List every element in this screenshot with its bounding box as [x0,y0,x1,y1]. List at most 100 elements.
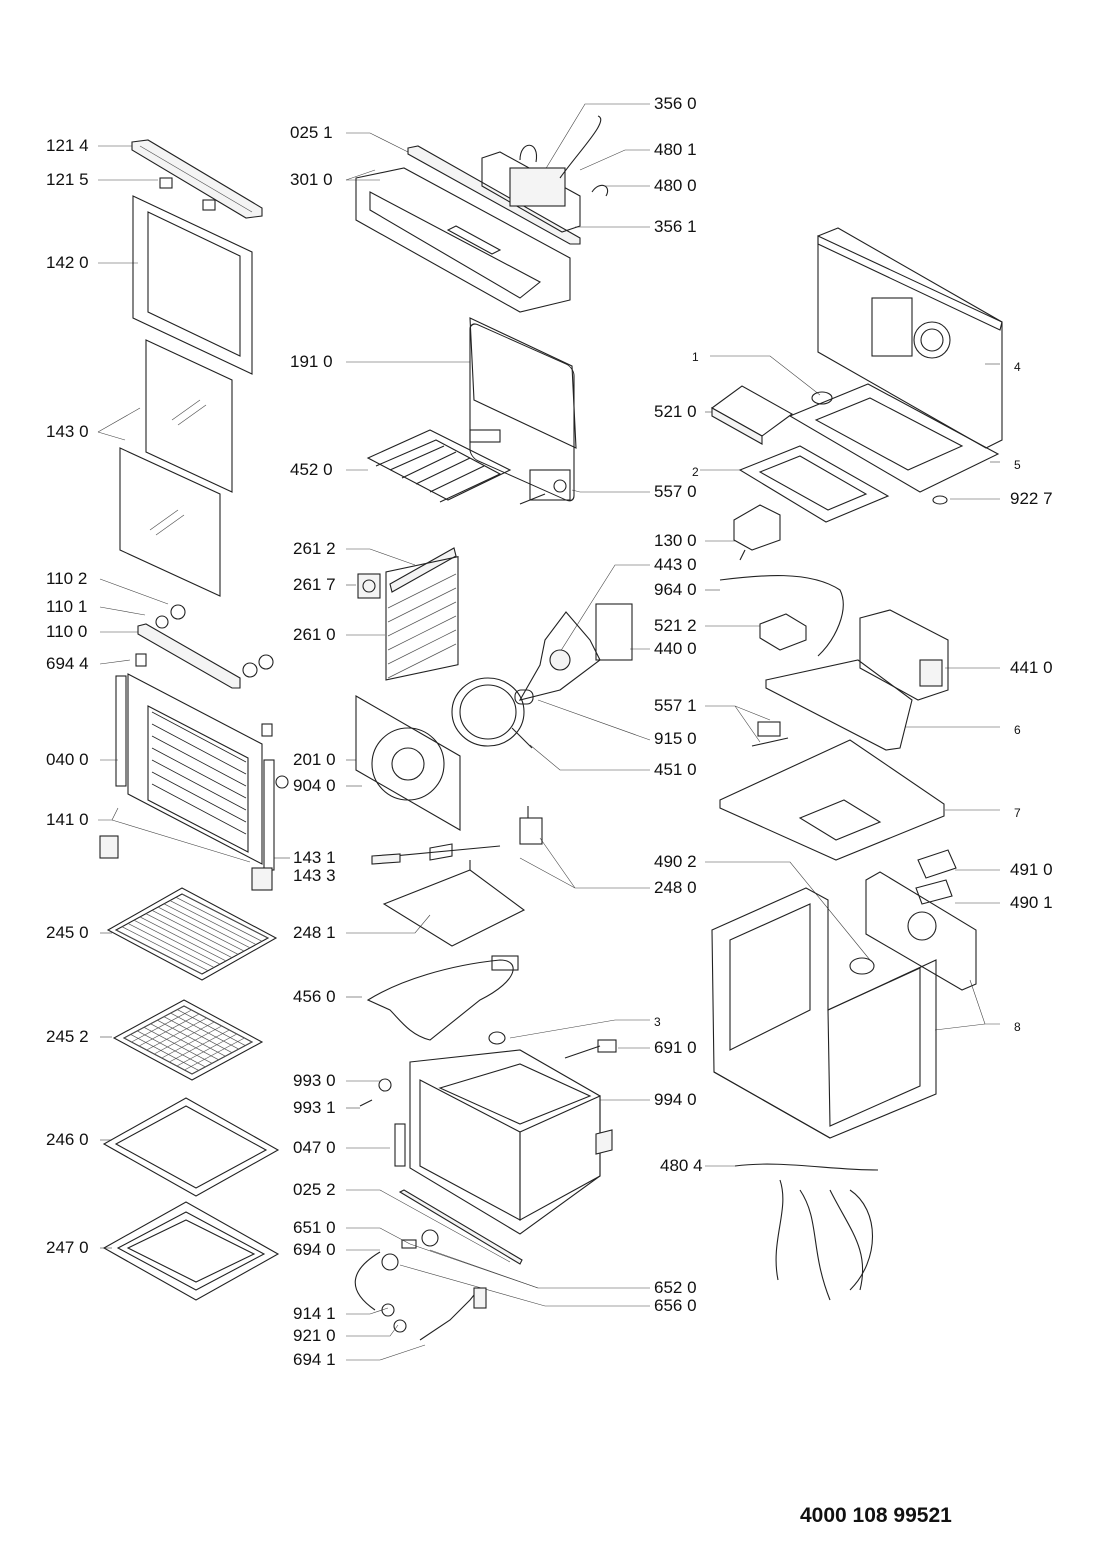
grid-bar [130,1034,199,1071]
callout-451-0: 451 0 [654,760,697,779]
callout-142-0: 142 0 [46,253,89,272]
runner-rail [387,601,457,637]
grid-bar [154,1021,215,1055]
callout-110-1: 110 1 [46,597,88,616]
bottom-cover-panel [719,739,945,861]
grid-bar [176,1033,238,1067]
back-panel [355,695,461,831]
callout-1: 1 [692,350,699,364]
lower-element [366,955,519,1041]
callout-6: 6 [1014,723,1021,737]
cable-gland [849,957,875,975]
lamp-cover [488,1031,506,1045]
rotisserie-spit [371,843,501,865]
callout-904-0: 904 0 [293,776,336,795]
callout-490-1: 490 1 [1010,893,1053,912]
callout-480-0: 480 0 [654,176,697,195]
door-handle-bar [137,623,241,689]
callout-040-0: 040 0 [46,750,89,769]
shelf-bar [133,919,221,965]
circular-element [451,677,533,749]
callout-2: 2 [692,465,699,479]
grid-bar [169,1029,230,1063]
grid-bar [150,1023,219,1061]
callout-8: 8 [1014,1020,1021,1034]
callout-4: 4 [1014,360,1021,374]
callout-047-0: 047 0 [293,1138,336,1157]
drip-tray [102,1097,280,1197]
callout-121-4: 121 4 [46,136,89,155]
callout-110-0: 110 0 [46,622,88,641]
cavity-screw-foot [359,1078,392,1107]
shelf-bar [121,926,209,972]
grid-bar [143,1027,213,1064]
door-top-profile [131,139,263,219]
grill-grid [112,999,264,1081]
bottom-trim-strip [398,1189,523,1265]
inner-glass-panel [119,447,221,597]
callout-440-0: 440 0 [654,639,697,658]
callout-521-2: 521 2 [654,616,697,635]
callout-7: 7 [1014,806,1021,820]
callout-025-2: 025 2 [293,1180,336,1199]
fan-motor [733,504,781,561]
callout-247-0: 247 0 [46,1238,89,1257]
callout-246-0: 246 0 [46,1130,89,1149]
oven-cavity [409,1049,613,1235]
callout-261-2: 261 2 [293,539,336,558]
thermal-cutout [751,721,789,747]
oven-housing [711,887,937,1139]
callout-261-0: 261 0 [293,625,336,644]
callout-994-0: 994 0 [654,1090,697,1109]
callout-521-0: 521 0 [654,402,697,421]
callout-248-0: 248 0 [654,878,697,897]
deep-tray [102,1201,280,1301]
grid-bar [191,1041,253,1075]
callout-191-0: 191 0 [290,352,333,371]
shelf-bar [145,913,233,958]
callout-691-0: 691 0 [654,1038,697,1057]
callout-248-1: 248 1 [293,923,336,942]
callout-025-1: 025 1 [290,123,333,142]
grid-bar [157,1019,226,1057]
callout-261-7: 261 7 [293,575,336,594]
callout-245-0: 245 0 [46,923,89,942]
wire-shelf [106,887,278,981]
grid-bar [183,1005,253,1043]
control-panel-fascia [355,167,571,313]
grid-bar [163,1016,233,1053]
shelf-bar [127,923,215,968]
shelf-bar [181,893,269,939]
callout-993-1: 993 1 [293,1098,336,1117]
callout-443-0: 443 0 [654,555,697,574]
document-number: 4000 108 99521 [800,1504,952,1527]
shelf-bar [157,906,245,952]
small-clip [135,653,273,737]
callout-141-0: 141 0 [46,810,89,829]
callout-694-0: 694 0 [293,1240,336,1259]
callout-356-0: 356 0 [654,94,697,113]
callout-452-0: 452 0 [290,460,333,479]
grid-bar [123,1005,185,1039]
shelf-bar [169,900,257,945]
callout-694-1: 694 1 [293,1350,336,1369]
hinge-washers [155,604,274,678]
base-tray [738,445,890,523]
callout-922-7: 922 7 [1010,489,1053,508]
callout-651-0: 651 0 [293,1218,336,1237]
shelf-bar [151,910,239,955]
outer-door-assembly [99,673,289,891]
callout-441-0: 441 0 [1010,658,1053,677]
side-runner [385,547,459,681]
shelf-bar [163,903,251,949]
cable-connector [381,1287,487,1341]
duct-panel [765,659,913,751]
callout-143-3: 143 3 [293,866,336,885]
callout-480-4: 480 4 [660,1156,703,1175]
grid-bar [184,1037,245,1071]
grid-bar [161,1025,222,1059]
seal-ring [932,495,948,505]
shelf-bar [175,896,263,942]
callout-694-4: 694 4 [46,654,89,673]
